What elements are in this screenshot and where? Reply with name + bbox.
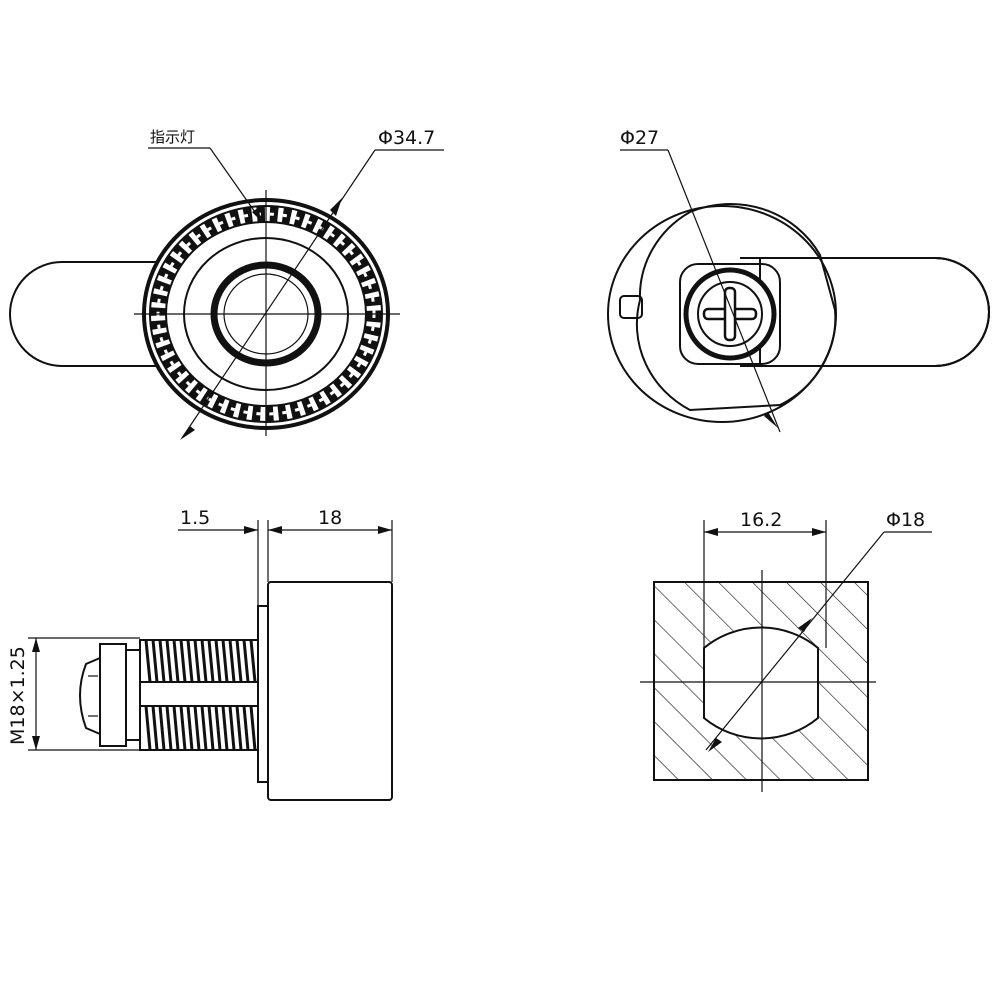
thread-spec-label: M18×1.25: [7, 646, 29, 745]
side-screw-head: [79, 656, 101, 736]
front-handle: [9, 261, 160, 367]
back-diameter-line: [667, 149, 781, 433]
front-view: 指示灯 Φ34.7: [9, 127, 444, 440]
hole-diameter-line: [705, 531, 885, 751]
front-diameter-line: [181, 149, 376, 439]
side-nut: [99, 643, 127, 747]
side-thread-lower: [139, 705, 259, 751]
side-body: [267, 581, 393, 801]
hole-diameter-label: Φ18: [886, 509, 925, 531]
back-view: Φ27: [607, 127, 990, 433]
mounting-hole-view: 16.2 Φ18: [640, 509, 932, 792]
indicator-light-label: 指示灯: [150, 128, 195, 146]
front-diameter-label: Φ34.7: [378, 127, 435, 149]
side-flange: [257, 605, 269, 783]
side-thread-upper: [139, 639, 259, 683]
flange-thickness-label: 1.5: [180, 507, 210, 529]
back-diameter-label: Φ27: [620, 127, 659, 149]
back-cam-profile: [635, 202, 837, 412]
flat-width-label: 16.2: [740, 509, 782, 531]
side-view: M18×1.25 1.5 18: [7, 507, 393, 801]
body-length-label: 18: [318, 507, 342, 529]
back-nut: [679, 263, 781, 365]
back-detent-tab: [619, 295, 643, 319]
